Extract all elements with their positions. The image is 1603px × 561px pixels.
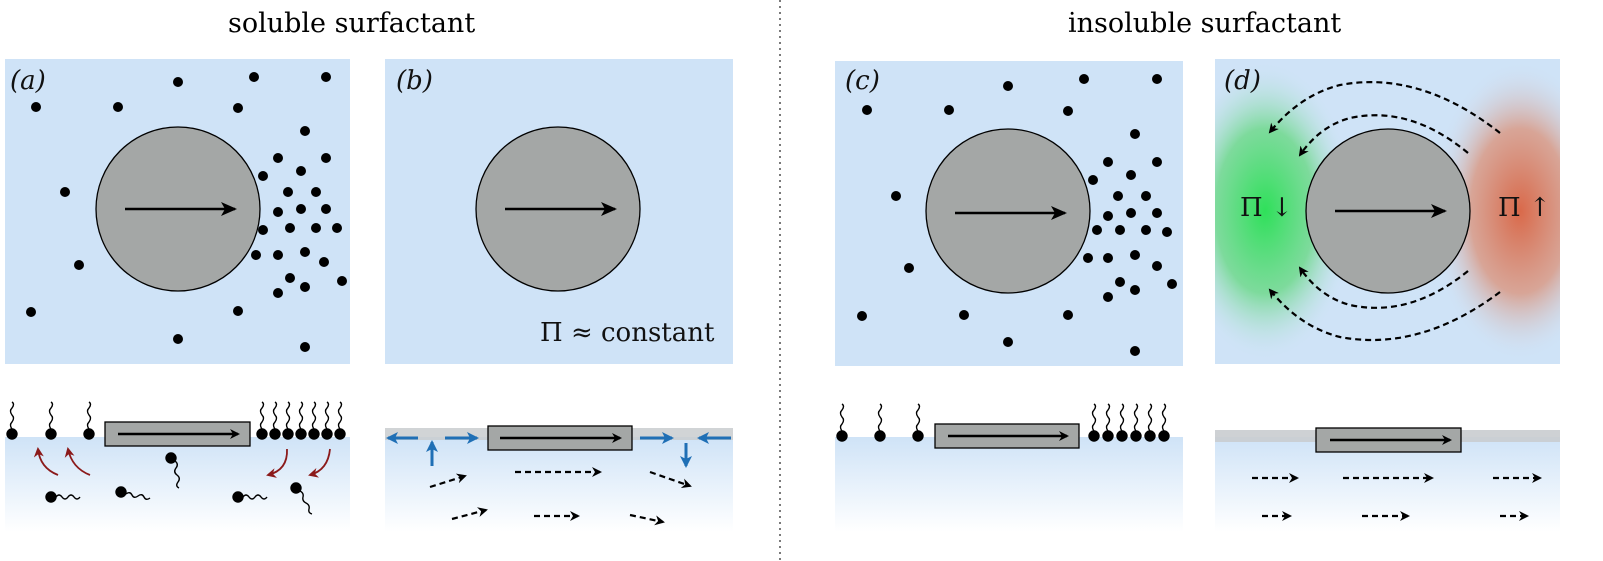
panel-d <box>1215 59 1560 532</box>
backflow-arrows <box>1268 81 1501 342</box>
low-pressure-region <box>1215 61 1355 361</box>
bulk-flow-arrows <box>429 467 692 526</box>
panel-c <box>835 61 1183 532</box>
panel-a <box>5 59 350 532</box>
surfactant-molecules <box>836 403 1170 442</box>
panel-b <box>385 59 733 532</box>
panel-label-d: (d) <box>1224 66 1261 96</box>
adsorption-arrows <box>33 447 331 478</box>
high-pressure-region <box>1430 61 1560 361</box>
panel-label-c: (c) <box>845 66 880 96</box>
annotation-pressure-high: Π ↑ <box>1498 193 1551 223</box>
heading-soluble: soluble surfactant <box>228 8 476 39</box>
disk <box>925 128 1091 294</box>
marangoni-arrows <box>386 432 731 468</box>
panel-label-b: (b) <box>396 66 433 96</box>
surfactant-molecules <box>6 401 346 515</box>
bulk-flow-arrows <box>1252 473 1542 521</box>
annotation-pressure-low: Π ↓ <box>1240 193 1293 223</box>
heading-insoluble: insoluble surfactant <box>1068 8 1342 39</box>
annotation-pressure-constant: Π ≈ constant <box>540 318 715 348</box>
surfactant-dots <box>857 74 1177 356</box>
panel-label-a: (a) <box>10 66 46 96</box>
surfactant-dots <box>26 72 347 352</box>
